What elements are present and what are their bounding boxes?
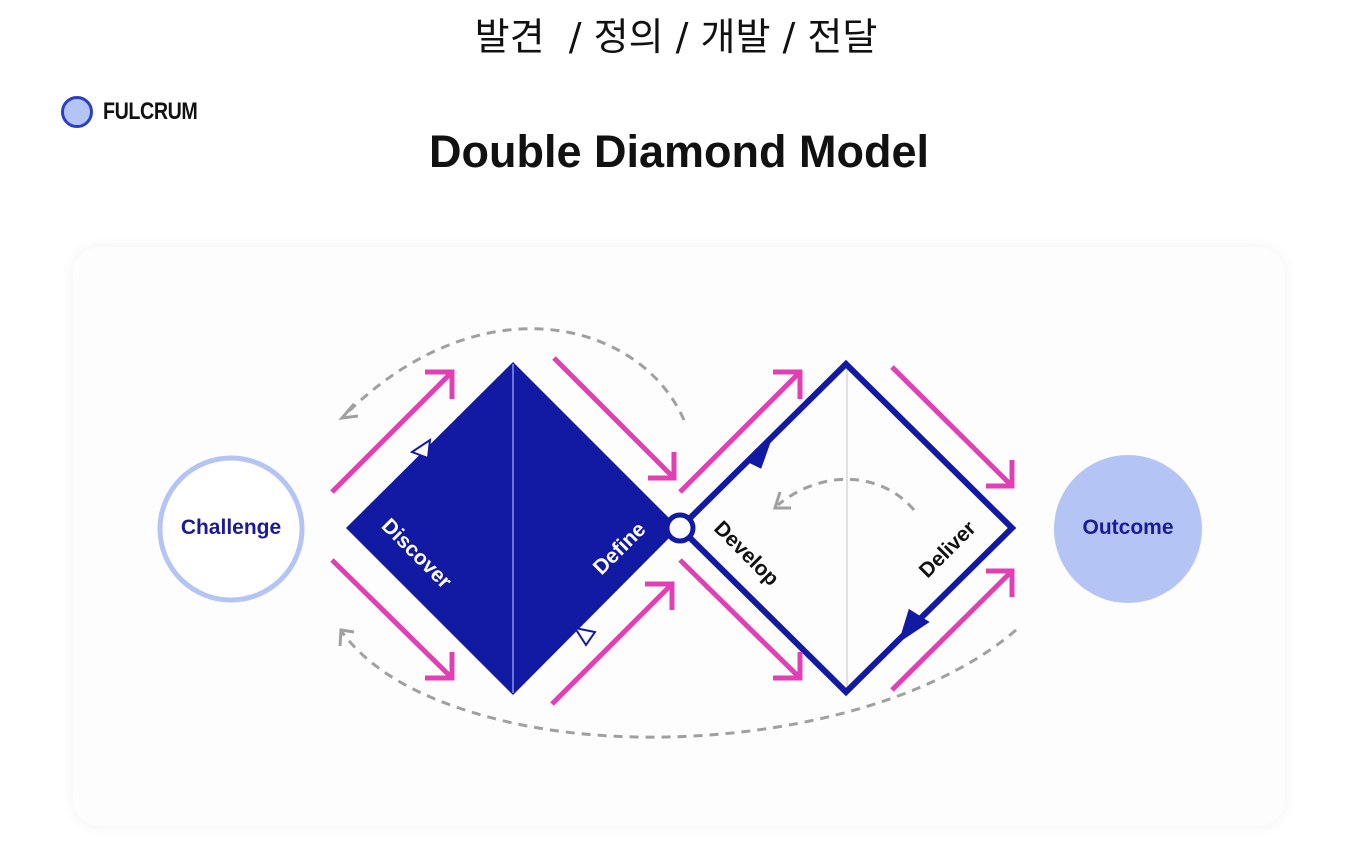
page-title: Double Diamond Model (429, 126, 929, 177)
logo-text: FULCRUM (103, 98, 198, 125)
fulcrum-logo: FULCRUM (61, 96, 218, 128)
diamond-develop-deliver (675, 359, 1017, 697)
junction-node (664, 512, 696, 544)
magenta-flow-arrows (330, 356, 1015, 706)
diamond-discover-define (346, 362, 679, 695)
korean-phase-title: 발견 / 정의 / 개발 / 전달 (474, 15, 878, 59)
feedback-arc-bottom (338, 628, 1017, 739)
direction-arrow-icon (409, 437, 432, 460)
feedback-arc-top (338, 327, 686, 421)
logo-circle-icon (61, 96, 93, 128)
direction-arrow-icon (572, 626, 597, 647)
challenge-node (157, 455, 305, 603)
outcome-node (1054, 455, 1202, 603)
challenge-label: Challenge (180, 516, 282, 539)
direction-arrow-icon (898, 608, 930, 643)
feedback-arc-inner (772, 477, 916, 511)
direction-arrow-icon (748, 436, 772, 469)
outcome-label: Outcome (1082, 516, 1174, 539)
